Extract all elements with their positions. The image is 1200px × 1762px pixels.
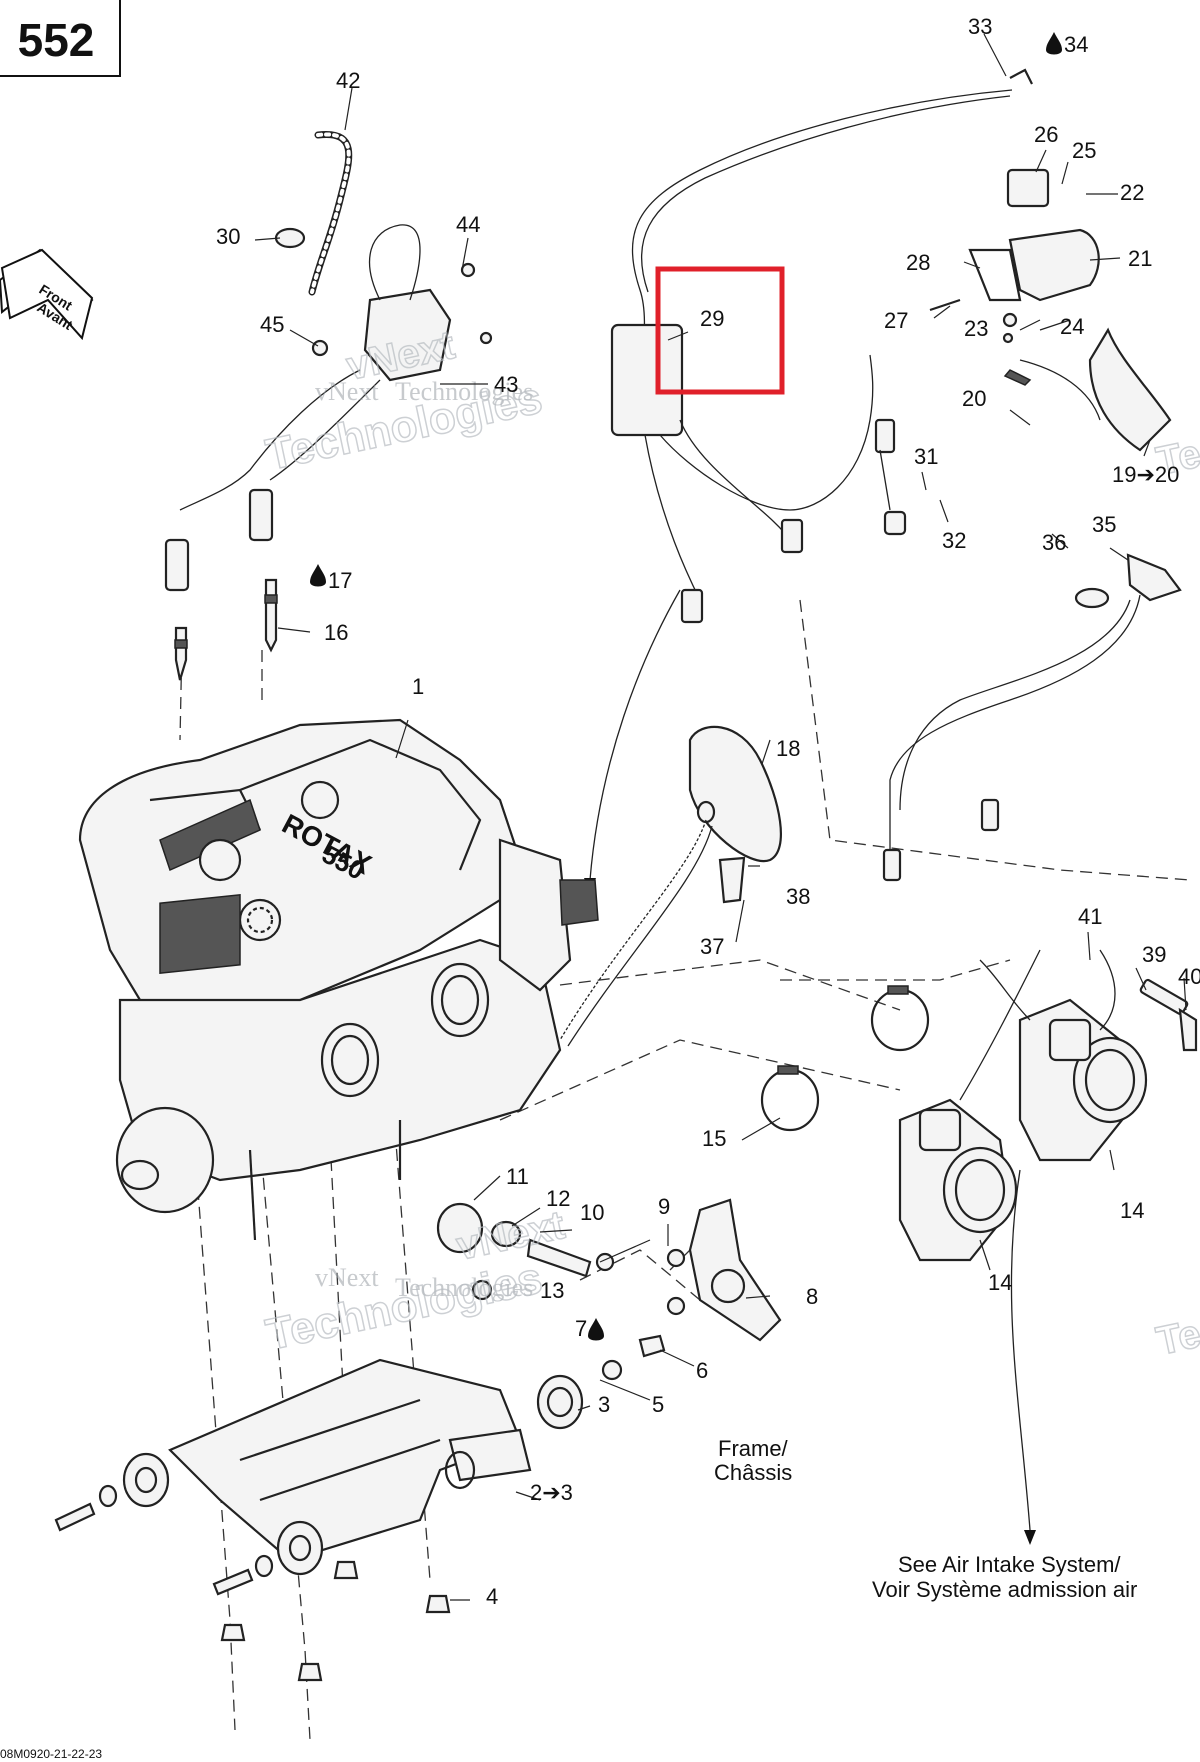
callout-24: 24 [1060, 314, 1084, 339]
svg-text:Technologies: Technologies [262, 1254, 546, 1360]
callout-44: 44 [456, 212, 480, 237]
callout-1: 1 [412, 674, 424, 699]
callout-16: 16 [324, 620, 348, 645]
callout-36: 36 [1042, 530, 1066, 555]
callout-34: 34 [1064, 32, 1088, 57]
oil-drop-icon [588, 1318, 604, 1341]
engine-cradle [54, 1358, 532, 1682]
page-number: 552 [18, 14, 95, 66]
svg-text:vNext: vNext [315, 1263, 379, 1292]
callout-21: 21 [1128, 246, 1152, 271]
drawing-code: 08M0920-21-22-23 [0, 1747, 102, 1761]
starter-rope-assembly [559, 589, 782, 1047]
ignition-coil [610, 323, 684, 437]
callout-4: 4 [486, 1584, 498, 1609]
callout-18: 18 [776, 736, 800, 761]
callout-37: 37 [700, 934, 724, 959]
carburetors [898, 949, 1198, 1262]
callout-32: 32 [942, 528, 966, 553]
ignition-harness [610, 89, 1013, 624]
assembly-guide-lines [179, 599, 1191, 1741]
svg-text:Technologies: Technologies [395, 377, 533, 406]
throttle-cable [882, 553, 1182, 1545]
oil-drop-icon [1046, 32, 1062, 55]
callout-43: 43 [494, 372, 518, 397]
callout-11: 11 [506, 1164, 529, 1189]
callout-13: 13 [540, 1278, 564, 1303]
engine-mount-bracket [436, 1198, 782, 1430]
callout-41: 41 [1078, 904, 1102, 929]
svg-text:vNext: vNext [315, 377, 379, 406]
callout-29: 29 [700, 306, 724, 331]
callout-38: 38 [786, 884, 810, 909]
front-direction-arrow: Front Avant [0, 248, 94, 341]
callout-7: 7 [575, 1316, 587, 1341]
callout-19-20: 19➔20 [1112, 462, 1179, 487]
page-number-box: 552 [0, 0, 121, 77]
svg-text:Châssis: Châssis [714, 1460, 792, 1485]
svg-text:See Air Intake System/: See Air Intake System/ [898, 1552, 1121, 1577]
frame-note: Frame/ Châssis [714, 1436, 792, 1485]
callout-33: 33 [968, 14, 992, 39]
svg-text:Voir Système admission air: Voir Système admission air [872, 1577, 1137, 1602]
callout-6: 6 [696, 1358, 708, 1383]
callout-39: 39 [1142, 942, 1166, 967]
air-intake-note: See Air Intake System/ Voir Système admi… [872, 1552, 1137, 1602]
callout-3: 3 [598, 1392, 610, 1417]
callout-45: 45 [260, 312, 284, 337]
spark-plugs [174, 578, 278, 681]
callout-23: 23 [964, 316, 988, 341]
intake-clamps [760, 985, 930, 1132]
callout-35: 35 [1092, 512, 1116, 537]
callout-26: 26 [1034, 122, 1058, 147]
engine-assembly: ROTAX 550 [78, 718, 599, 1241]
callout-15: 15 [702, 1126, 726, 1151]
callout-14-upper: 14 [1120, 1198, 1144, 1223]
callout-28: 28 [906, 250, 930, 275]
callout-2-3: 2➔3 [530, 1480, 573, 1505]
callout-labels: 1 2➔3 3 4 5 6 7 8 9 10 11 12 13 14 14 15… [216, 14, 1200, 1609]
callout-22: 22 [1120, 180, 1144, 205]
callout-40: 40 [1178, 964, 1200, 989]
callout-5: 5 [652, 1392, 664, 1417]
callout-31: 31 [914, 444, 938, 469]
svg-text:Technologies: Technologies [1153, 1268, 1200, 1364]
callout-42: 42 [336, 68, 360, 93]
callout-10: 10 [580, 1200, 604, 1225]
callout-9: 9 [658, 1194, 670, 1219]
callout-30: 30 [216, 224, 240, 249]
callout-27: 27 [884, 308, 908, 333]
highlight-box-part-29 [655, 266, 785, 395]
callout-8: 8 [806, 1284, 818, 1309]
svg-text:Frame/: Frame/ [718, 1436, 789, 1461]
callout-25: 25 [1072, 138, 1096, 163]
svg-text:Technologies: Technologies [395, 1273, 533, 1302]
callout-20: 20 [962, 386, 986, 411]
callout-14-lower: 14 [988, 1270, 1012, 1295]
callout-12: 12 [546, 1186, 570, 1211]
callout-leaders [254, 33, 1187, 1601]
oil-drop-icon [310, 564, 326, 587]
callout-17: 17 [328, 568, 352, 593]
